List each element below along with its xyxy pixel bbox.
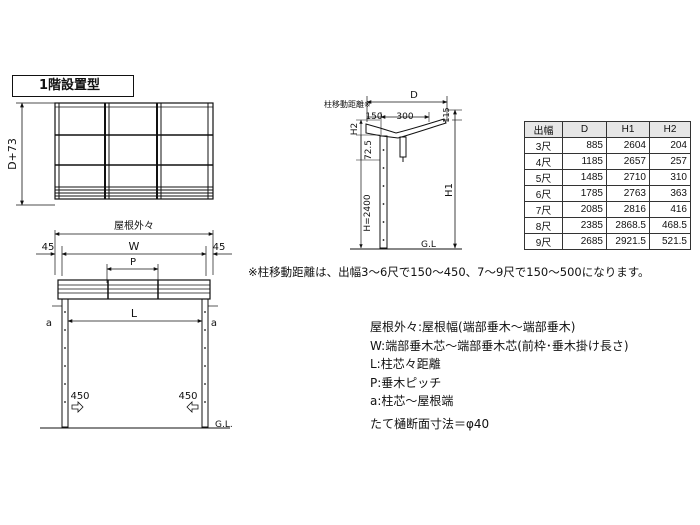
front-p-label: P xyxy=(130,257,136,268)
table-cell: 204 xyxy=(649,137,691,154)
table-cell: 3尺 xyxy=(524,137,563,154)
front-450-left: 450 xyxy=(70,391,89,402)
spec-header-cell: H2 xyxy=(649,121,691,138)
title-badge: 1階設置型 xyxy=(12,75,134,97)
front-a-right: a xyxy=(211,318,217,329)
table-row: 4尺 1185 2657 257 xyxy=(524,153,691,170)
table-row: 6尺 1785 2763 363 xyxy=(524,185,691,202)
table-cell: 7尺 xyxy=(524,201,563,218)
front-l-label: L xyxy=(131,307,138,320)
side-h1-label: H1 xyxy=(444,183,455,197)
table-cell: 1785 xyxy=(562,185,607,202)
table-cell: 2685 xyxy=(562,233,607,250)
table-cell: 1485 xyxy=(562,169,607,186)
side-h2400-label: H=2400 xyxy=(363,194,373,231)
table-cell: 257 xyxy=(649,153,691,170)
spec-table: 出幅 D H1 H2 3尺 885 2604 204 4尺 1185 2657 … xyxy=(524,121,691,250)
table-cell: 2763 xyxy=(606,185,650,202)
table-cell: 8尺 xyxy=(524,217,563,234)
side-d-label: D xyxy=(410,90,418,101)
spec-table-header-row: 出幅 D H1 H2 xyxy=(524,121,691,138)
side-gl-label: G.L xyxy=(421,240,436,250)
table-cell: 4尺 xyxy=(524,153,563,170)
table-cell: 416 xyxy=(649,201,691,218)
table-cell: 521.5 xyxy=(649,233,691,250)
table-cell: 310 xyxy=(649,169,691,186)
legend-line: 屋根外々:屋根幅(端部垂木～端部垂木) xyxy=(370,320,576,334)
post-move-note: ※柱移動距離は、出幅3～6尺で150～450、7～9尺で150～500になります… xyxy=(248,265,650,279)
table-cell: 2868.5 xyxy=(606,217,650,234)
front-gl-label: G.L. xyxy=(215,420,233,430)
side-725-label: 72.5 xyxy=(364,140,374,160)
table-row: 9尺 2685 2921.5 521.5 xyxy=(524,233,691,250)
side-view xyxy=(350,96,462,250)
table-cell: 2604 xyxy=(606,137,650,154)
front-roof-outer-label: 屋根外々 xyxy=(114,219,154,232)
table-cell: 2921.5 xyxy=(606,233,650,250)
legend-line: L:柱芯々距離 xyxy=(370,357,441,371)
front-post-dots xyxy=(64,311,206,403)
spec-header-cell: D xyxy=(562,121,607,138)
gutter-size-note: たて樋断面寸法＝φ40 xyxy=(370,416,490,431)
table-row: 7尺 2085 2816 416 xyxy=(524,201,691,218)
side-300-label: 300 xyxy=(396,112,413,122)
title-text: 1階設置型 xyxy=(39,78,101,93)
legend-line: W:端部垂木芯～端部垂木芯(前枠･垂木掛け長さ) xyxy=(370,338,629,353)
table-cell: 468.5 xyxy=(649,217,691,234)
front-a-left: a xyxy=(46,318,52,329)
table-cell: 2816 xyxy=(606,201,650,218)
table-cell: 2385 xyxy=(562,217,607,234)
table-row: 3尺 885 2604 204 xyxy=(524,137,691,154)
side-post-dots xyxy=(382,149,385,241)
table-cell: 885 xyxy=(562,137,607,154)
front-overhang-right: 45 xyxy=(213,242,226,253)
side-150-label: 150 xyxy=(365,112,382,122)
table-cell: 2710 xyxy=(606,169,650,186)
legend-block: 屋根外々:屋根幅(端部垂木～端部垂木) W:端部垂木芯～端部垂木芯(前枠･垂木掛… xyxy=(370,318,629,433)
plan-view xyxy=(16,102,214,206)
table-row: 8尺 2385 2868.5 468.5 xyxy=(524,217,691,234)
table-row: 5尺 1485 2710 310 xyxy=(524,169,691,186)
legend-line: a:柱芯～屋根端 xyxy=(370,394,454,408)
spec-header-cell: H1 xyxy=(606,121,650,138)
table-cell: 5尺 xyxy=(524,169,563,186)
front-overhang-left: 45 xyxy=(42,242,55,253)
legend-line: P:垂木ピッチ xyxy=(370,375,442,390)
side-move-label: 柱移動距離※ xyxy=(324,99,371,109)
front-w-label: W xyxy=(129,240,140,253)
spec-header-cell: 出幅 xyxy=(524,121,563,138)
table-cell: 1185 xyxy=(562,153,607,170)
front-450-right: 450 xyxy=(178,391,197,402)
table-cell: 6尺 xyxy=(524,185,563,202)
front-view xyxy=(36,230,232,429)
plan-d73-label: D+73 xyxy=(6,138,19,170)
table-cell: 2657 xyxy=(606,153,650,170)
table-cell: 9尺 xyxy=(524,233,563,250)
table-cell: 2085 xyxy=(562,201,607,218)
side-115-label: 115 xyxy=(442,107,451,122)
table-cell: 363 xyxy=(649,185,691,202)
side-h2-label: H2 xyxy=(350,123,360,136)
